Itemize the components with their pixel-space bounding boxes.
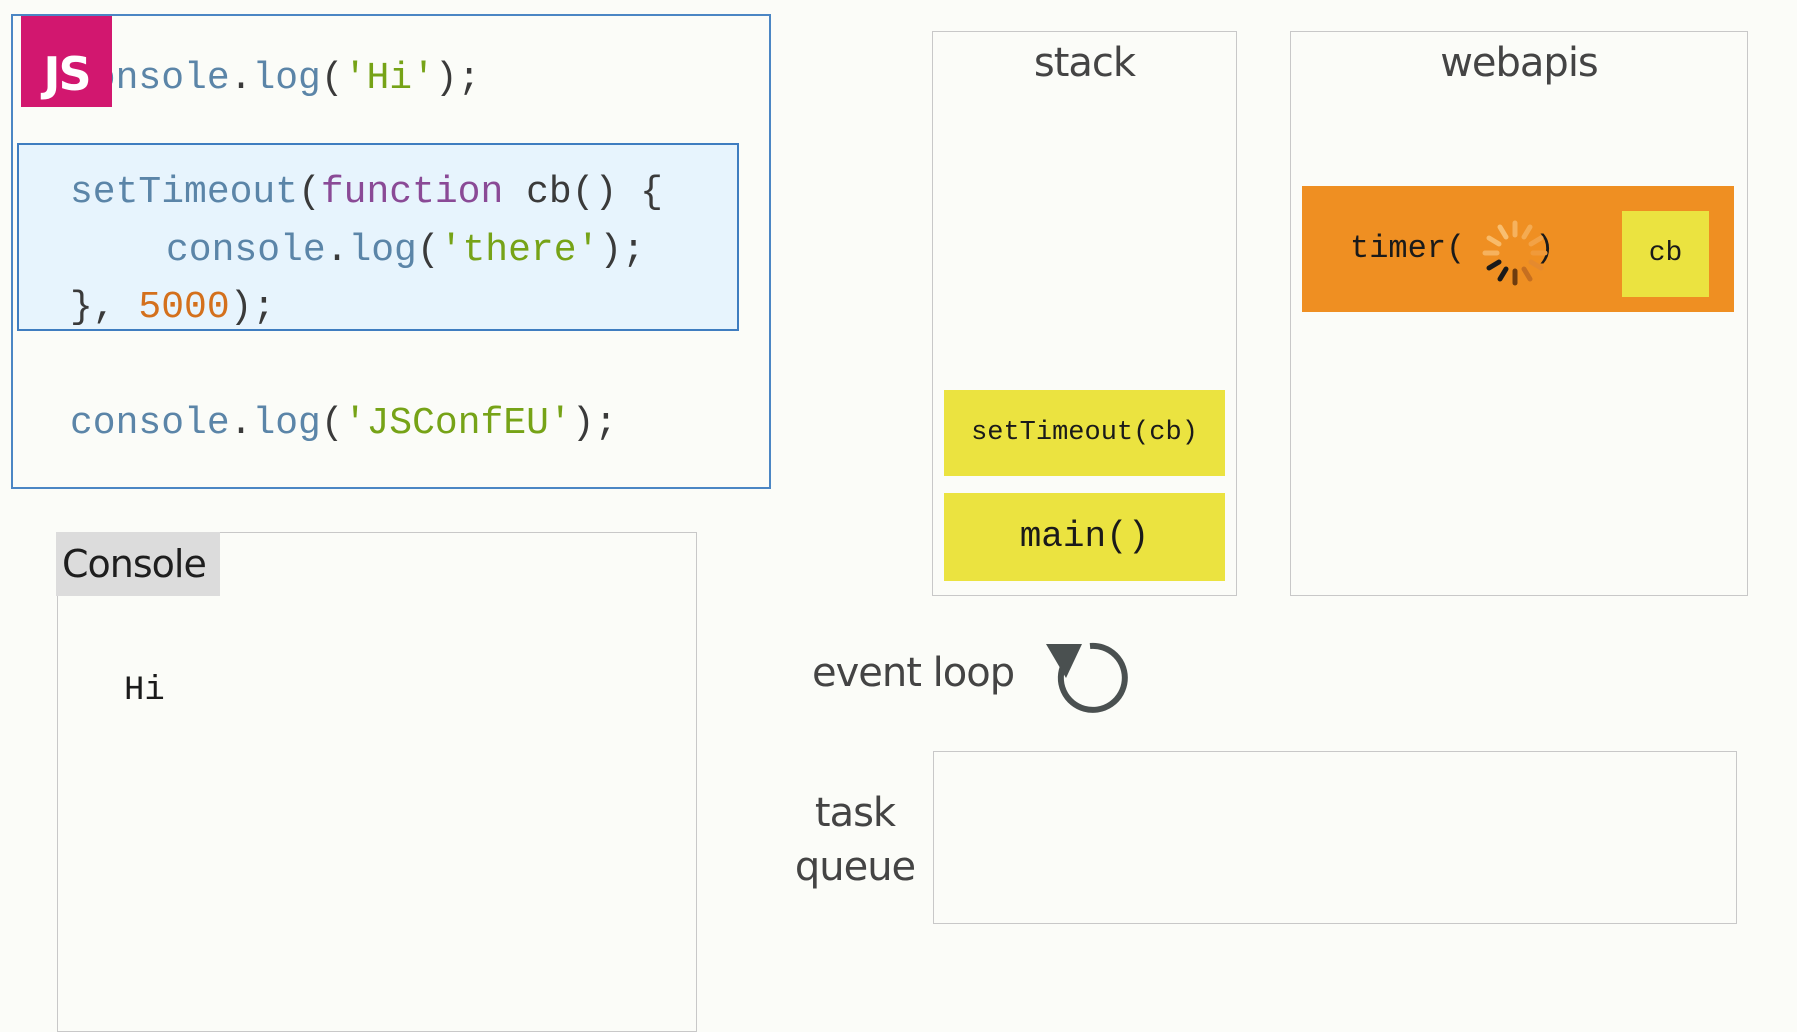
stack-title: stack — [1033, 40, 1136, 86]
stack-frame-main: main() — [944, 493, 1225, 581]
spinner-icon — [1482, 220, 1548, 286]
highlighted-code-block — [17, 143, 739, 331]
refresh-icon — [1046, 642, 1128, 713]
console-panel — [57, 532, 697, 1032]
stack-frame-settimeout: setTimeout(cb) — [944, 390, 1225, 476]
webapis-title: webapis — [1440, 40, 1599, 86]
event-loop-label: event loop — [812, 650, 1015, 696]
code-line-5: console.log('JSConfEU'); — [70, 402, 618, 445]
console-output-line: Hi — [124, 672, 165, 710]
code-line-4: }, 5000); — [70, 286, 276, 329]
code-line-1: console.log('Hi'); — [70, 57, 481, 100]
task-queue-label: task queue — [794, 790, 916, 890]
code-line-3: console.log('there'); — [166, 229, 645, 272]
timer-label: timer() — [1350, 230, 1555, 267]
console-title: Console — [56, 532, 220, 596]
code-line-2: setTimeout(function cb() { — [70, 171, 663, 214]
webapis-panel — [1290, 31, 1748, 596]
callback-chip: cb — [1622, 211, 1709, 297]
task-queue-panel — [933, 751, 1737, 924]
js-logo: JS — [21, 16, 112, 107]
